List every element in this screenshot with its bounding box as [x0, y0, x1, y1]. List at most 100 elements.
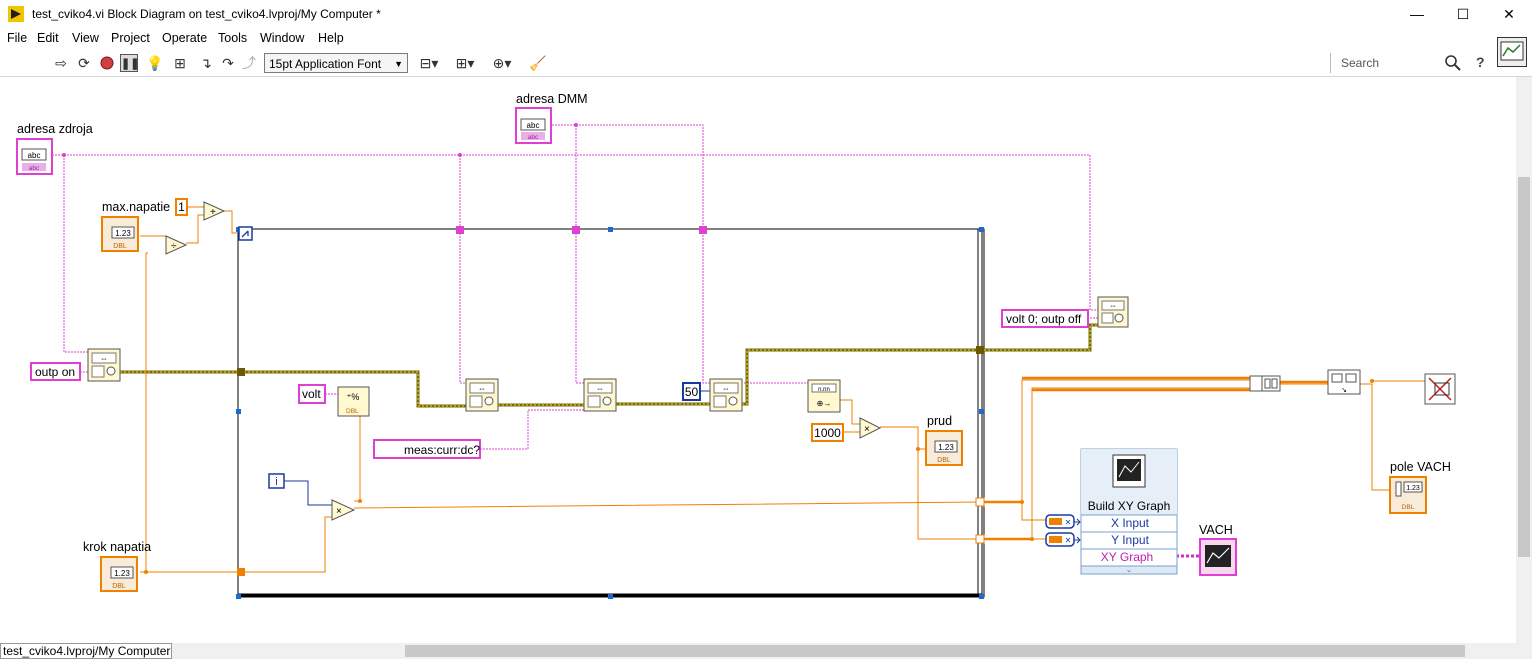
run-continuously-icon[interactable]: ⟳	[78, 55, 90, 71]
align-objects-icon[interactable]: ⊟▾	[419, 55, 439, 71]
maximize-button[interactable]: ☐	[1456, 6, 1470, 22]
volt-off-constant[interactable]: volt 0; outp off	[1001, 309, 1089, 328]
step-out-icon[interactable]: ⤴	[242, 55, 256, 71]
horizontal-scroll-thumb[interactable]	[405, 645, 1465, 657]
svg-text:×: ×	[336, 506, 342, 517]
iteration-label: i	[275, 476, 277, 488]
constant-50[interactable]: 50	[682, 382, 701, 401]
svg-text:↘: ↘	[1341, 387, 1347, 394]
abc-type-label: abc	[527, 121, 540, 130]
dbl-type-tag: DBL	[1402, 504, 1415, 511]
x-input-label[interactable]: X Input	[1111, 516, 1150, 530]
close-button[interactable]: ✕	[1503, 6, 1515, 22]
visa-write-node-meas[interactable]: ⇔	[583, 378, 617, 412]
pole-vach-indicator[interactable]: pole VACH 1.23 DBL	[1389, 460, 1451, 514]
meas-curr-constant[interactable]: meas:curr:dc?	[373, 439, 481, 459]
visa-write-node-outp-on[interactable]: ⇔	[87, 348, 121, 382]
clean-up-diagram-icon[interactable]: 🧹	[529, 55, 547, 71]
block-diagram-canvas[interactable]: i	[0, 77, 1516, 643]
multiply-node-voltage[interactable]: ×	[331, 499, 356, 521]
search-icon[interactable]	[1444, 54, 1462, 72]
vach-indicator[interactable]: VACH	[1199, 523, 1237, 576]
menu-view[interactable]: View	[72, 31, 99, 45]
menu-file[interactable]: File	[7, 31, 28, 45]
step-into-icon[interactable]: ↴	[200, 55, 212, 71]
constant-1[interactable]: 1	[175, 198, 188, 216]
retain-wire-values-icon[interactable]: ⊞	[174, 55, 186, 71]
while-loop[interactable]	[236, 227, 985, 599]
numeric-type-label: 1.23	[1406, 485, 1420, 492]
search-input[interactable]: Search	[1330, 53, 1466, 73]
vi-icon[interactable]	[1497, 37, 1527, 67]
max-napatie-terminal[interactable]: max.napatie 1.23 DBL	[101, 200, 170, 252]
adresa-dmm-label: adresa DMM	[516, 92, 588, 106]
visa-read-node[interactable]: ⇔	[709, 378, 743, 412]
dbl-type-tag: DBL	[937, 457, 951, 464]
build-xy-graph-node[interactable]: Build XY Graph X Input Y Input XY Graph …	[1074, 448, 1178, 575]
scan-from-string-node[interactable]: n.nn ⊕→	[807, 379, 841, 413]
volt-constant[interactable]: volt	[298, 384, 326, 404]
abc-type-tag: abc	[528, 134, 539, 141]
loop-tunnels	[237, 226, 985, 576]
multiply-node-current[interactable]: ×	[859, 417, 882, 439]
outp-on-value: outp on	[35, 365, 75, 379]
to-ddt-node-x[interactable]: ✕	[1045, 514, 1075, 529]
chevron-down-icon: ▼	[394, 59, 403, 69]
menu-project[interactable]: Project	[111, 31, 150, 45]
format-string-node[interactable]: ⁺% DBL	[337, 386, 370, 417]
dbl-type-tag: DBL	[346, 408, 359, 415]
menu-window[interactable]: Window	[260, 31, 305, 45]
highlight-execution-icon[interactable]: 💡	[146, 55, 164, 71]
font-select-value: 15pt Application Font	[269, 57, 382, 71]
write-spreadsheet-node[interactable]	[1424, 373, 1456, 405]
build-array-node[interactable]	[1249, 375, 1281, 392]
distribute-objects-icon[interactable]: ⊞▾	[455, 55, 475, 71]
menu-help[interactable]: Help	[318, 31, 344, 45]
reorder-icon[interactable]: ⊕▾	[492, 55, 512, 71]
svg-text:⇔: ⇔	[596, 384, 604, 393]
vertical-scroll-thumb[interactable]	[1518, 177, 1530, 557]
svg-text:⇔: ⇔	[722, 384, 730, 393]
divide-node[interactable]: ÷	[165, 235, 188, 255]
visa-write-node-volt[interactable]: ⇔	[465, 378, 499, 412]
int-wires	[284, 390, 711, 506]
adresa-zdroja-label: adresa zdroja	[17, 122, 93, 136]
project-path: test_cviko4.lvproj/My Computer	[0, 643, 172, 659]
adresa-dmm-terminal[interactable]: adresa DMM abc abc	[515, 92, 588, 144]
font-select[interactable]: 15pt Application Font ▼	[264, 53, 408, 73]
loop-iteration-terminal: i	[268, 473, 285, 489]
step-over-icon[interactable]: ↷	[222, 55, 234, 71]
vertical-scrollbar[interactable]	[1516, 77, 1532, 643]
title-bar: test_cviko4.vi Block Diagram on test_cvi…	[0, 0, 1532, 28]
block-diagram: i	[16, 92, 1456, 599]
prud-indicator[interactable]: prud 1.23 DBL	[925, 414, 963, 466]
loop-condition-terminal[interactable]	[238, 226, 253, 241]
svg-text:⊕→: ⊕→	[817, 399, 832, 408]
menu-edit[interactable]: Edit	[37, 31, 59, 45]
labview-app-icon	[8, 6, 24, 22]
to-ddt-node-y[interactable]: ✕	[1045, 532, 1075, 547]
menu-tools[interactable]: Tools	[218, 31, 248, 45]
dbl-type-tag: DBL	[113, 243, 127, 250]
pole-vach-label: pole VACH	[1390, 460, 1451, 474]
xy-graph-output-label[interactable]: XY Graph	[1101, 550, 1153, 564]
transpose-array-node[interactable]: ↘	[1327, 369, 1361, 395]
add-node[interactable]: +	[203, 201, 226, 221]
outp-on-constant[interactable]: outp on	[30, 362, 81, 381]
expand-chevron-icon[interactable]: ⌄	[1126, 565, 1133, 574]
wire-junctions	[62, 123, 1374, 574]
constant-1000[interactable]: 1000	[811, 423, 844, 442]
error-wires	[120, 323, 1098, 408]
pause-icon[interactable]: ❚❚	[120, 54, 139, 72]
volt-off-value: volt 0; outp off	[1006, 312, 1082, 326]
visa-write-node-off[interactable]: ⇔	[1097, 296, 1129, 328]
menu-operate[interactable]: Operate	[162, 31, 208, 45]
run-icon[interactable]: ⇨	[55, 55, 67, 71]
adresa-zdroja-terminal[interactable]: adresa zdroja abc abc	[16, 122, 93, 175]
numeric-type-label: 1.23	[938, 443, 954, 452]
y-input-label[interactable]: Y Input	[1111, 533, 1149, 547]
krok-napatia-terminal[interactable]: krok napatia 1.23 DBL	[83, 540, 151, 592]
help-icon[interactable]: ?	[1476, 54, 1485, 70]
minimize-button[interactable]: —	[1410, 6, 1424, 22]
abort-icon[interactable]	[98, 54, 116, 72]
